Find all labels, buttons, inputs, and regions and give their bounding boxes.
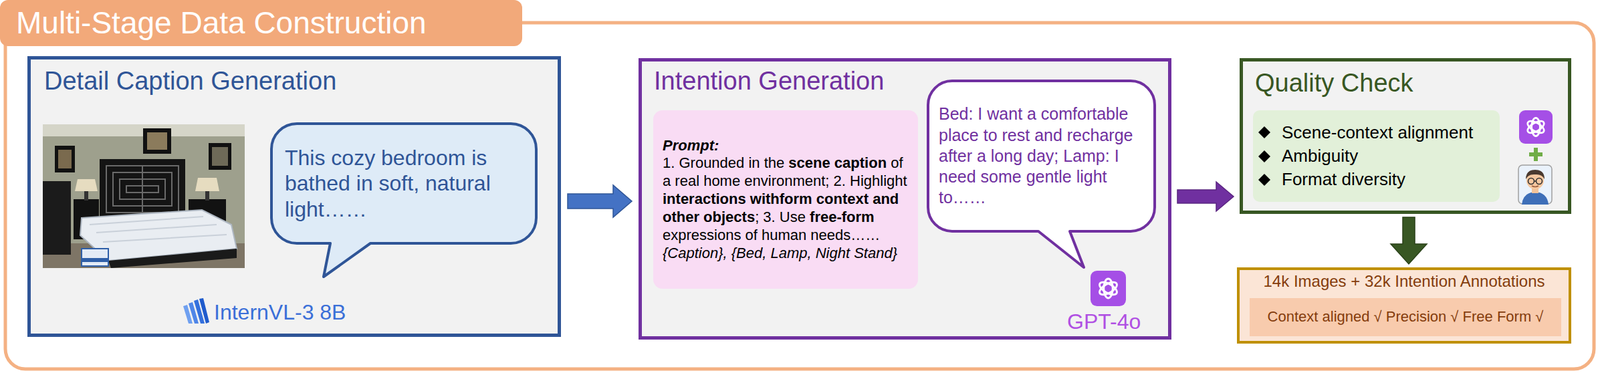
text-area: Bed: I want a comfortable place to rest …: [938, 88, 1147, 224]
block-arrow: [1390, 217, 1427, 265]
diamond-bullet: [1258, 173, 1271, 186]
block-arrow: [567, 185, 632, 218]
text-area: Prompt:1. Grounded in the scene caption …: [662, 117, 910, 283]
bold-run: scene caption: [788, 154, 887, 172]
stage-panel: Detail Caption GenerationInternVL-3 8B Th…: [27, 56, 561, 337]
result-box: 14k Images + 32k Intention AnnotationsCo…: [1236, 267, 1572, 344]
criterion: Scene-context alignment: [1281, 121, 1473, 145]
bold-run: free-form: [809, 208, 875, 226]
text-area: Scene-context alignmentAmbiguityFormat d…: [1258, 115, 1495, 197]
prompt-text: 1. Grounded in the scene caption of a re…: [662, 154, 910, 263]
speech-bubble: This cozy bedroom is bathed in soft, nat…: [270, 122, 538, 245]
diamond-bullet: [1258, 126, 1271, 139]
diagram-title: Multi-Stage Data Construction: [16, 4, 427, 42]
diamond-shape: [1258, 150, 1271, 163]
stage-panel: Quality CheckScene-context alignmentAmbi…: [1239, 58, 1572, 214]
outer-frame: [5, 22, 1594, 370]
stage-panel: Intention GenerationGPT-4o Prompt:1. Grou…: [638, 58, 1172, 340]
intention-text: Bed: I want a comfortable place to rest …: [938, 103, 1147, 208]
italic-run: {Caption}, {Bed, Lamp, Night Stand}: [662, 244, 898, 262]
panel-heading: Quality Check: [1254, 68, 1414, 99]
list-row: Format diversity: [1258, 167, 1495, 192]
panel-heading: Intention Generation: [653, 66, 884, 97]
text-area: Context aligned √ Precision √ Free Form …: [1253, 300, 1558, 334]
result-tags: Context aligned √ Precision √ Free Form …: [1249, 298, 1562, 337]
list-row: Scene-context alignment: [1258, 121, 1495, 145]
bubble-shape: [928, 80, 1155, 268]
list-row: Ambiguity: [1258, 144, 1495, 168]
diamond-shape: [1258, 126, 1271, 139]
criterion: Ambiguity: [1281, 144, 1358, 168]
result-tags-text: Context aligned √ Precision √ Free Form …: [1253, 308, 1558, 326]
panel-heading: Detail Caption Generation: [44, 66, 337, 97]
internvl-logo: [181, 298, 210, 325]
human-annotator-icon: [1517, 164, 1553, 205]
diamond-bullet: [1258, 150, 1271, 163]
prompt-box: Prompt:1. Grounded in the scene caption …: [653, 110, 919, 289]
prompt-label: Prompt:: [662, 137, 910, 156]
criteria-box: Scene-context alignmentAmbiguityFormat d…: [1252, 110, 1500, 202]
gpt-icon: [1519, 110, 1553, 144]
caption-text: This cozy bedroom is bathed in soft, nat…: [284, 145, 526, 222]
speech-bubble: Bed: I want a comfortable place to rest …: [926, 79, 1157, 233]
text-area: This cozy bedroom is bathed in soft, nat…: [284, 133, 526, 235]
result-text: 14k Images + 32k Intention Annotations: [1239, 272, 1569, 291]
bedroom-photo: [42, 124, 245, 269]
plus-sign: [1528, 147, 1544, 162]
gpt-icon: [1090, 270, 1126, 307]
title-tab: [0, 0, 523, 47]
block-arrow: [1177, 181, 1234, 212]
bubble-shape: [271, 123, 537, 277]
diamond-shape: [1258, 173, 1271, 186]
model-name: InternVL-3 8B: [213, 300, 346, 325]
model-name: GPT-4o: [1067, 309, 1141, 335]
criterion: Format diversity: [1281, 167, 1406, 192]
